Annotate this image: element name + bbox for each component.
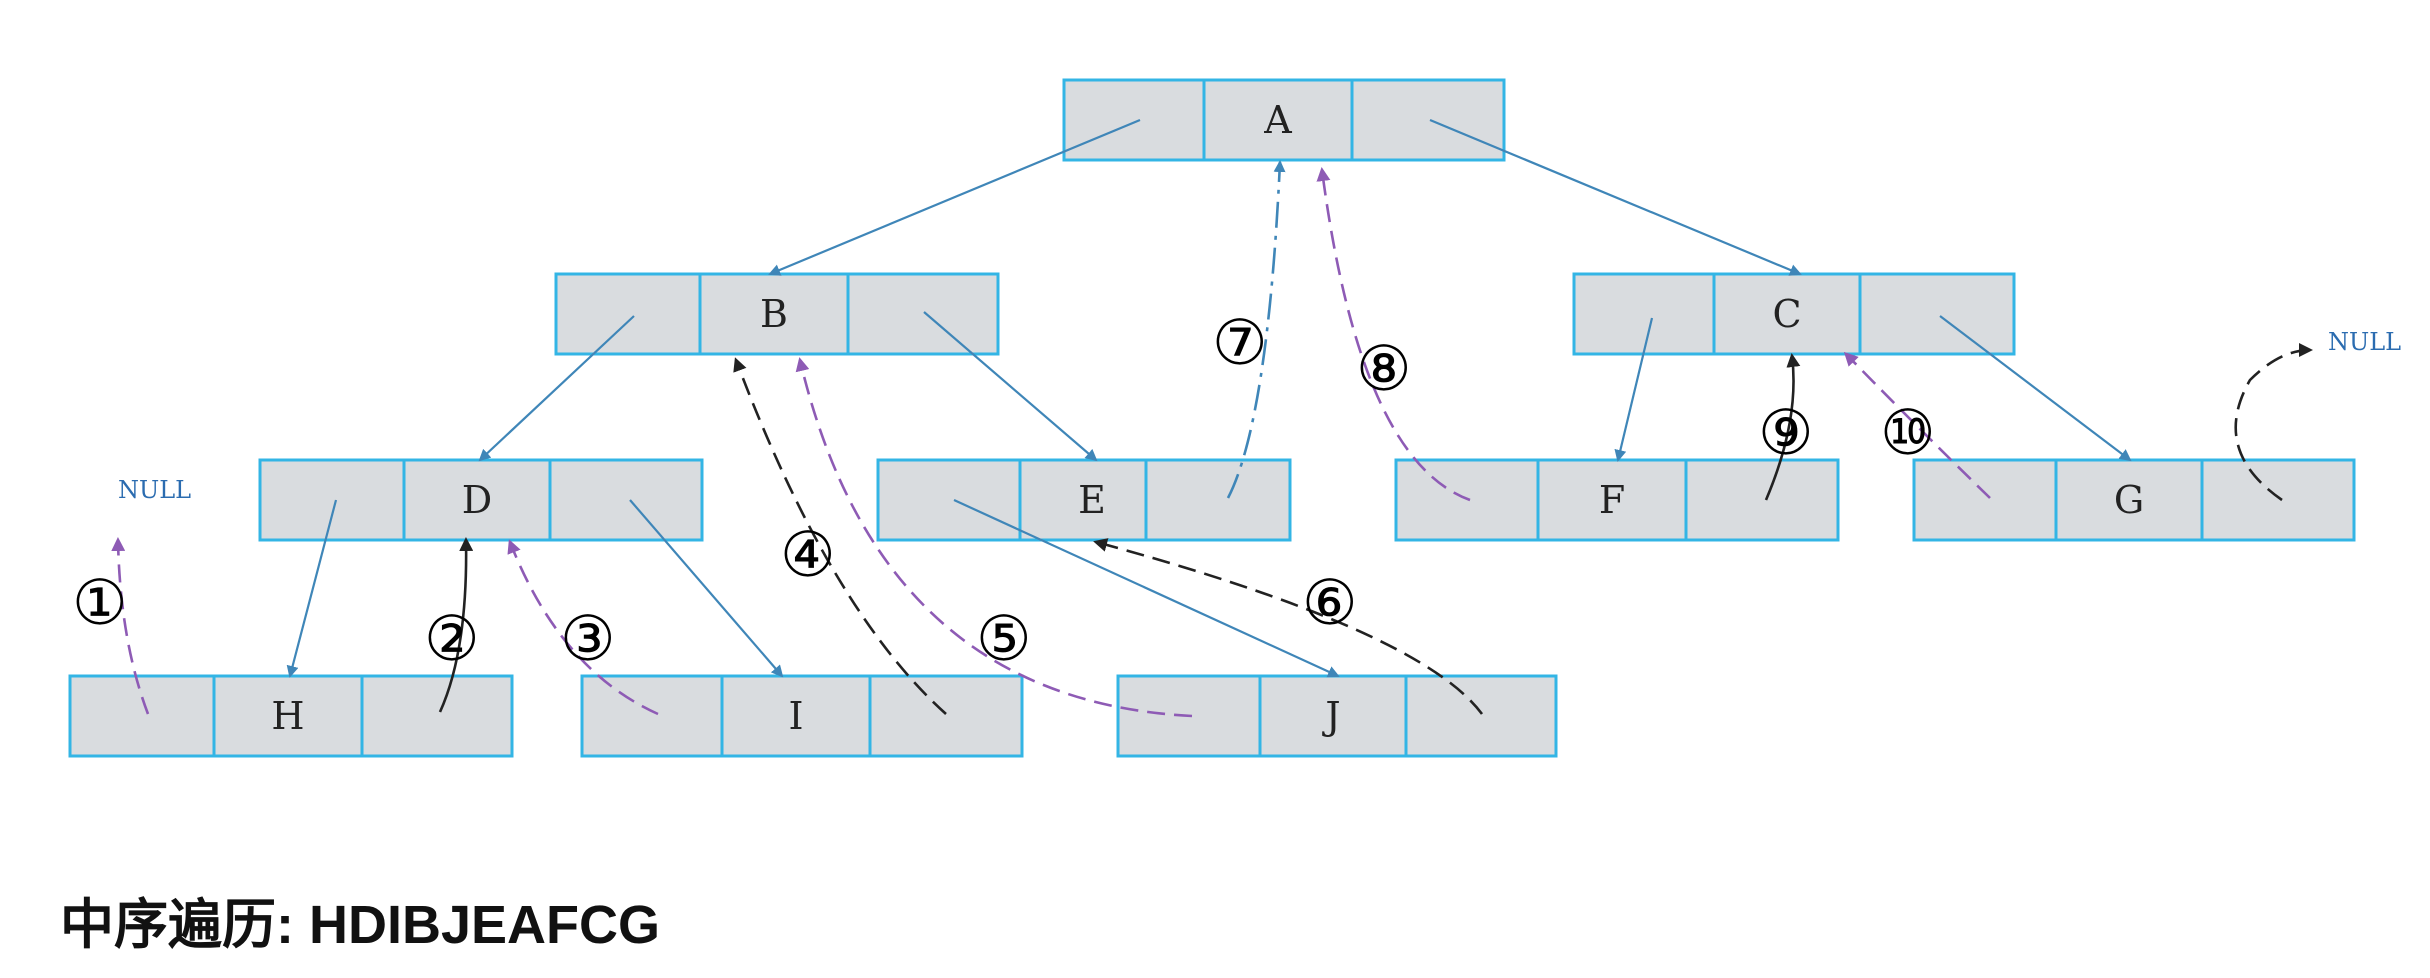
step-number-5: ⑤ — [976, 602, 1032, 675]
node-h-left-pointer — [68, 674, 216, 758]
node-d-label: D — [462, 478, 492, 522]
node-b-left-pointer — [554, 272, 702, 356]
node-d: D — [258, 458, 704, 542]
node-d-right-pointer — [548, 458, 704, 542]
node-e-data-cell — [1018, 458, 1148, 542]
node-g-left-pointer — [1912, 458, 2058, 542]
node-c: C — [1572, 272, 2016, 356]
traversal-caption: 中序遍历: HDIBJEAFCG — [60, 895, 661, 955]
node-f-label: F — [1599, 478, 1625, 522]
node-j-label: J — [1321, 694, 1340, 738]
thread-6-j-right-to-e — [1093, 538, 1484, 715]
edge-b-left-to-d — [478, 315, 635, 462]
node-f-right-pointer — [1684, 458, 1840, 542]
node-a-left-pointer — [1062, 78, 1206, 162]
node-a-data-cell — [1202, 78, 1354, 162]
step-number-1: ① — [72, 566, 128, 639]
thread-4-i-right-to-b — [733, 357, 947, 715]
node-a-label: A — [1263, 98, 1292, 142]
thread-9-f-right-to-c — [1764, 353, 1801, 501]
thread-8-f-left-to-a — [1316, 167, 1471, 502]
node-g-right-pointer — [2200, 458, 2356, 542]
edge-c-left-to-f — [1614, 317, 1654, 462]
thread-1-h-left-to-null — [111, 537, 150, 715]
edge-d-left-to-h — [286, 499, 338, 678]
thread-7-e-right-to-a — [1226, 160, 1286, 499]
node-e-label: E — [1078, 478, 1106, 522]
node-b-right-pointer — [846, 272, 1000, 356]
edge-a-left-to-b — [768, 118, 1141, 276]
node-f: F — [1394, 458, 1840, 542]
node-i-label: I — [788, 694, 803, 738]
null-label-left: NULL — [118, 476, 191, 504]
edge-a-right-to-c — [1429, 118, 1802, 276]
node-j-data-cell — [1258, 674, 1408, 758]
node-g-label: G — [2114, 478, 2144, 522]
node-h-data-cell — [212, 674, 364, 758]
step-number-2: ② — [424, 602, 480, 675]
node-c-label: C — [1772, 292, 1801, 336]
node-e-left-pointer — [876, 458, 1022, 542]
node-i-right-pointer — [868, 674, 1024, 758]
node-b-label: B — [760, 292, 788, 336]
node-h: H — [68, 674, 514, 758]
edge-b-right-to-e — [923, 311, 1098, 462]
node-g-data-cell — [2054, 458, 2204, 542]
edge-c-right-to-g — [1939, 315, 2132, 462]
step-number-10: ⑩ — [1880, 396, 1936, 469]
null-label-right: NULL — [2328, 328, 2401, 356]
node-f-data-cell — [1536, 458, 1688, 542]
node-i: I — [580, 674, 1024, 758]
node-a-right-pointer — [1350, 78, 1506, 162]
node-b: B — [554, 272, 1000, 356]
step-number-7: ⑦ — [1212, 306, 1268, 379]
node-c-right-pointer — [1858, 272, 2016, 356]
step-number-9: ⑨ — [1758, 396, 1814, 469]
step-number-8: ⑧ — [1356, 332, 1412, 405]
node-b-data-cell — [698, 272, 850, 356]
step-number-3: ③ — [560, 602, 616, 675]
thread-10-g-left-to-c — [1843, 351, 1991, 499]
node-i-data-cell — [720, 674, 872, 758]
node-g: G — [1912, 458, 2356, 542]
node-d-left-pointer — [258, 458, 406, 542]
thread-2-h-right-to-d — [438, 537, 474, 713]
node-h-label: H — [271, 694, 304, 738]
node-e: E — [876, 458, 1292, 542]
node-a: A — [1062, 78, 1506, 162]
node-i-left-pointer — [580, 674, 724, 758]
node-c-left-pointer — [1572, 272, 1716, 356]
node-j-right-pointer — [1404, 674, 1558, 758]
thread-3-i-left-to-d — [507, 539, 659, 716]
node-e-right-pointer — [1144, 458, 1292, 542]
node-h-right-pointer — [360, 674, 514, 758]
step-number-4: ④ — [780, 518, 836, 591]
edge-d-right-to-i — [629, 499, 784, 678]
thread-5-j-left-to-b — [795, 357, 1193, 718]
step-number-6: ⑥ — [1302, 566, 1358, 639]
thread-g-right-to-null — [2234, 343, 2313, 502]
edge-e-left-to-j — [953, 499, 1340, 678]
